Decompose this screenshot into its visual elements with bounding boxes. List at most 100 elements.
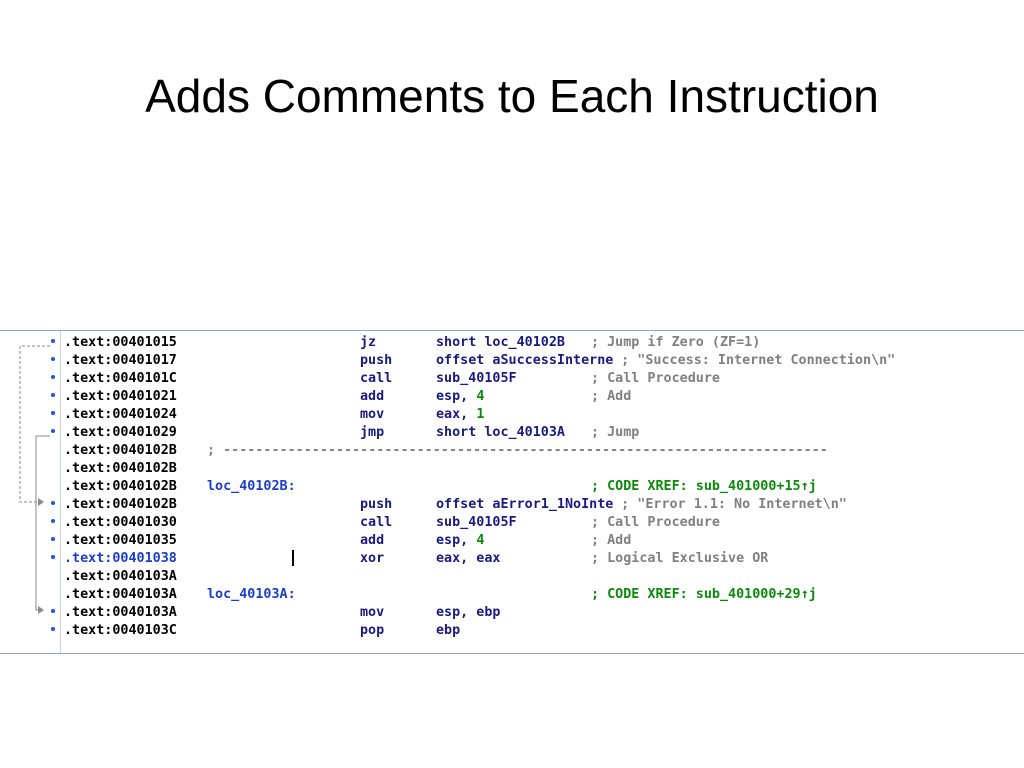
address-text: .text:0040102B (64, 479, 177, 494)
text-cursor (292, 550, 294, 566)
listing-row[interactable]: .text:00401029 jmp short loc_40103A ; Jump (64, 424, 1022, 442)
instruction-dot-icon (51, 339, 55, 343)
comment-text: ; "Error 1.1: No Internet\n" (621, 497, 847, 512)
comment-text: ; Call Procedure (591, 515, 720, 530)
address-text: .text:00401038 (64, 551, 177, 566)
code-xref-comment: ; CODE XREF: sub_401000+29↑j (591, 587, 817, 602)
operand-register: ebp (436, 623, 461, 638)
mnemonic-text: push (360, 497, 393, 512)
address-text: .text:0040102B (64, 497, 177, 512)
mnemonic-text: call (360, 515, 393, 530)
mnemonic-text: pop (360, 623, 385, 638)
operand-text: sub_40105F (436, 370, 517, 388)
address-text: .text:0040103A (64, 587, 177, 602)
address-text: .text:0040102B (64, 461, 177, 476)
address-text: .text:0040101C (64, 371, 177, 386)
instruction-marker (48, 460, 58, 478)
operand-text: sub_40105F (436, 514, 517, 532)
code-xref-comment: ; CODE XREF: sub_401000+15↑j (591, 479, 817, 494)
listing-row[interactable]: .text:00401035 add esp, 4 ; Add (64, 532, 1022, 550)
instruction-marker (48, 478, 58, 496)
disassembly-panel[interactable]: .text:00401015 jz short loc_40102B ; Jump i… (0, 330, 1024, 654)
instruction-dot-icon (51, 375, 55, 379)
listing-row[interactable]: .text:00401030 call sub_40105F ; Call Proce… (64, 514, 1022, 532)
address-text: .text:00401021 (64, 389, 177, 404)
operand-text: esp, 4 (436, 388, 484, 406)
address-text: .text:00401029 (64, 425, 177, 440)
operand-text: offset aSuccessInterne (436, 352, 613, 370)
operand-text: ebp (436, 622, 460, 640)
instruction-dot-icon (51, 393, 55, 397)
operand-text: short loc_40103A (436, 424, 565, 442)
code-label: loc_40103A: (207, 587, 296, 602)
mnemonic-text: mov (360, 407, 385, 422)
operand-register: offset aError1_1NoInte (436, 497, 614, 512)
mnemonic-text: jz (360, 335, 377, 350)
operand-register: eax, eax (436, 551, 501, 566)
instruction-marker (48, 442, 58, 460)
listing-row[interactable]: .text:00401015 jz short loc_40102B ; Jump i… (64, 334, 1022, 352)
instruction-dot-icon (51, 501, 55, 505)
operand-text: eax, eax (436, 550, 501, 568)
operand-register: esp, (436, 389, 477, 404)
address-text: .text:0040103A (64, 569, 177, 584)
operand-number: 4 (476, 389, 485, 404)
instruction-marker (48, 370, 58, 388)
instruction-dot-icon (51, 519, 55, 523)
listing-row[interactable]: .text:0040102B (64, 460, 1022, 478)
listing-row[interactable]: .text:0040102B loc_40102B: ; CODE XREF: su… (64, 478, 1022, 496)
listing-row[interactable]: .text:0040103C pop ebp (64, 622, 1022, 640)
instruction-marker (48, 586, 58, 604)
operand-register: short loc_40103A (436, 425, 565, 440)
operand-register: short loc_40102B (436, 335, 565, 350)
address-text: .text:00401030 (64, 515, 177, 530)
disassembly-listing[interactable]: .text:00401015 jz short loc_40102B ; Jump i… (64, 334, 1022, 640)
instruction-marker (48, 532, 58, 550)
comment-text: ; Call Procedure (591, 371, 720, 386)
comment-text: ; Jump if Zero (ZF=1) (591, 335, 761, 350)
instruction-marker (48, 334, 58, 352)
listing-row[interactable]: .text:00401017 push offset aSuccessInterne… (64, 352, 1022, 370)
listing-row[interactable]: .text:00401038 xor eax, eax ; Logical Exclu… (64, 550, 1022, 568)
instruction-marker (48, 424, 58, 442)
address-text: .text:0040103C (64, 623, 177, 638)
operand-text: eax, 1 (436, 406, 484, 424)
instruction-dot-icon (51, 555, 55, 559)
instruction-marker (48, 550, 58, 568)
operand-register: esp, ebp (436, 605, 501, 620)
comment-text: ; Jump (591, 425, 640, 440)
instruction-dot-icon (51, 627, 55, 631)
instruction-marker (48, 388, 58, 406)
operand-text: esp, ebp (436, 604, 501, 622)
instruction-dot-icon (51, 411, 55, 415)
operand-text: esp, 4 (436, 532, 484, 550)
separator-line: ; --------------------------------------… (207, 443, 828, 458)
instruction-marker (48, 514, 58, 532)
code-label: loc_40102B: (207, 479, 296, 494)
instruction-dot-icon (51, 429, 55, 433)
instruction-marker (48, 406, 58, 424)
address-text: .text:00401015 (64, 335, 177, 350)
address-text: .text:0040103A (64, 605, 177, 620)
mnemonic-text: jmp (360, 425, 385, 440)
comment-text: ; Logical Exclusive OR (591, 551, 769, 566)
listing-row[interactable]: .text:0040103A (64, 568, 1022, 586)
address-text: .text:00401017 (64, 353, 177, 368)
address-text: .text:00401035 (64, 533, 177, 548)
mnemonic-text: xor (360, 551, 385, 566)
operand-number: 4 (476, 533, 485, 548)
address-text: .text:0040102B (64, 443, 177, 458)
mnemonic-text: add (360, 533, 385, 548)
listing-row[interactable]: .text:0040103A loc_40103A: ; CODE XREF: su… (64, 586, 1022, 604)
comment-text: ; "Success: Internet Connection\n" (621, 353, 896, 368)
mnemonic-text: add (360, 389, 385, 404)
mnemonic-text: push (360, 353, 393, 368)
listing-row[interactable]: .text:0040102B ; ------------------------… (64, 442, 1022, 460)
operand-register: sub_40105F (436, 371, 517, 386)
listing-row[interactable]: .text:0040102B push offset aError1_1NoInte… (64, 496, 1022, 514)
comment-text: ; Add (591, 533, 632, 548)
